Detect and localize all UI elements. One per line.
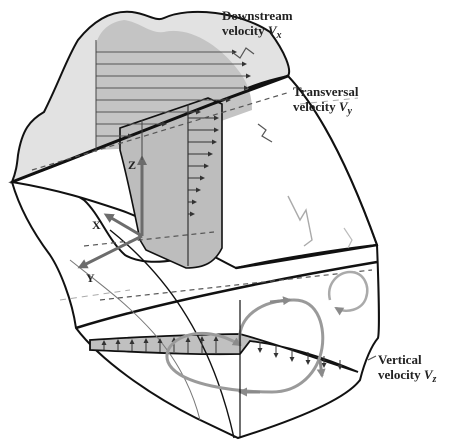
x-axis-label: X <box>92 218 101 233</box>
transversal-line2-text: velocity <box>293 99 339 114</box>
main-circulation-arrow-top <box>270 300 290 302</box>
downstream-line2: velocity Vx <box>222 23 293 38</box>
vertical-symbol: V <box>424 367 433 382</box>
downstream-symbol: V <box>268 23 277 38</box>
downstream-subscript: x <box>277 30 282 41</box>
vertical-line1: Vertical <box>378 352 436 367</box>
downstream-line1: Downstream <box>222 8 293 23</box>
transversal-line2: velocity Vy <box>293 99 358 114</box>
transversal-line1: Transversal <box>293 84 358 99</box>
y-axis-label: Y <box>86 271 95 286</box>
vertical-line2-text: velocity <box>378 367 424 382</box>
transversal-subscript: y <box>348 106 352 117</box>
main-circulation-arrow-right <box>320 360 322 376</box>
vertical-line2: velocity Vz <box>378 367 436 382</box>
transversal-velocity-label: Transversal velocity Vy <box>293 84 358 114</box>
downstream-line2-text: velocity <box>222 23 268 38</box>
vertical-velocity-label: Vertical velocity Vz <box>378 352 436 382</box>
vertical-leader <box>368 356 376 360</box>
z-axis-label: Z <box>128 158 136 173</box>
vertical-subscript: z <box>433 374 437 385</box>
transversal-symbol: V <box>339 99 348 114</box>
downstream-velocity-label: Downstream velocity Vx <box>222 8 293 38</box>
